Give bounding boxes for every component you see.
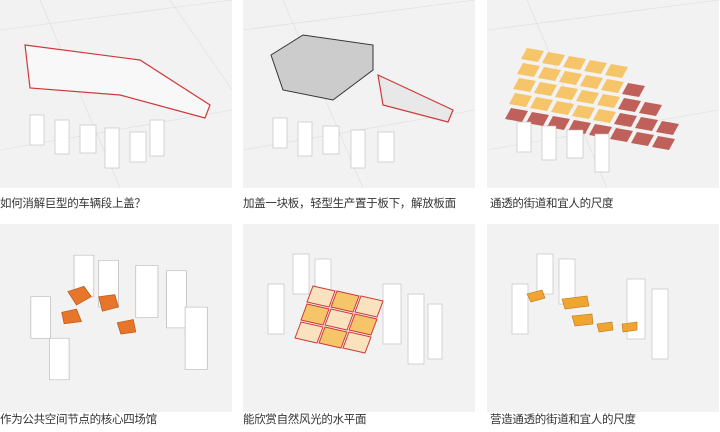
diagram-panel-5 — [243, 224, 475, 412]
grid-block — [622, 83, 645, 97]
grid-block — [354, 295, 384, 318]
grid-block — [652, 136, 675, 150]
diagram-panel-2 — [243, 0, 475, 188]
grid-block — [324, 308, 354, 331]
four-venues-diagram — [30, 254, 208, 381]
diagram-panel-6 — [487, 224, 719, 412]
block-grid — [505, 48, 679, 150]
plane-grid — [294, 285, 384, 354]
raised-plate — [270, 34, 374, 101]
grid-block — [639, 102, 662, 116]
grid-block — [348, 313, 378, 336]
grid-block — [300, 303, 330, 326]
deck-outline — [24, 44, 211, 119]
grid-block — [517, 63, 540, 77]
grid-block — [330, 290, 360, 313]
grid-block — [635, 117, 658, 131]
grid-block — [584, 60, 607, 74]
grid-block — [593, 109, 616, 123]
grid-block — [542, 52, 565, 66]
grid-block — [631, 132, 654, 146]
diagram-panel-1 — [0, 0, 232, 188]
diagram-panel-4 — [0, 224, 232, 412]
grid-block — [563, 56, 586, 70]
street-grid-diagram — [487, 0, 719, 188]
grid-block — [534, 82, 557, 96]
grid-block — [614, 113, 637, 127]
grid-block — [601, 79, 624, 93]
grid-block — [605, 64, 628, 78]
grid-block — [656, 121, 679, 135]
grid-block — [555, 86, 578, 100]
grid-block — [597, 94, 620, 108]
site-cover-diagram — [0, 0, 232, 188]
grid-block — [572, 105, 595, 119]
grid-block — [509, 93, 532, 107]
diagram-panel-3 — [487, 0, 719, 188]
grid-block — [306, 285, 336, 308]
caption-3: 通透的街道和宜人的尺度 — [490, 196, 614, 210]
caption-1: 如何消解巨型的车辆段上盖？ — [0, 196, 146, 210]
grid-block — [580, 75, 603, 89]
deck-outline — [377, 73, 454, 123]
caption-6: 营造通透的街道和宜人的尺度 — [490, 412, 636, 426]
grid-block — [513, 78, 536, 92]
grid-block — [526, 112, 549, 126]
grid-block — [559, 71, 582, 85]
venue-markers — [61, 285, 137, 335]
street-pavilions — [526, 289, 638, 333]
grid-block — [505, 108, 528, 122]
horizontal-plane-diagram — [267, 253, 443, 365]
grid-block — [342, 331, 372, 354]
grid-block — [538, 67, 561, 81]
deck-plate-diagram — [243, 0, 475, 188]
grid-block — [294, 321, 324, 344]
grid-block — [576, 90, 599, 104]
grid-block — [610, 128, 633, 142]
caption-4: 作为公共空间节点的核心四场馆 — [0, 412, 157, 426]
street-scale-diagram — [511, 253, 669, 360]
grid-block — [521, 48, 544, 62]
caption-2: 加盖一块板，轻型生产置于板下，解放板面 — [243, 196, 456, 210]
grid-block — [551, 101, 574, 115]
grid-block — [530, 97, 553, 111]
caption-5: 能欣赏自然风光的水平面 — [243, 412, 367, 426]
grid-block — [318, 326, 348, 349]
grid-block — [618, 98, 641, 112]
